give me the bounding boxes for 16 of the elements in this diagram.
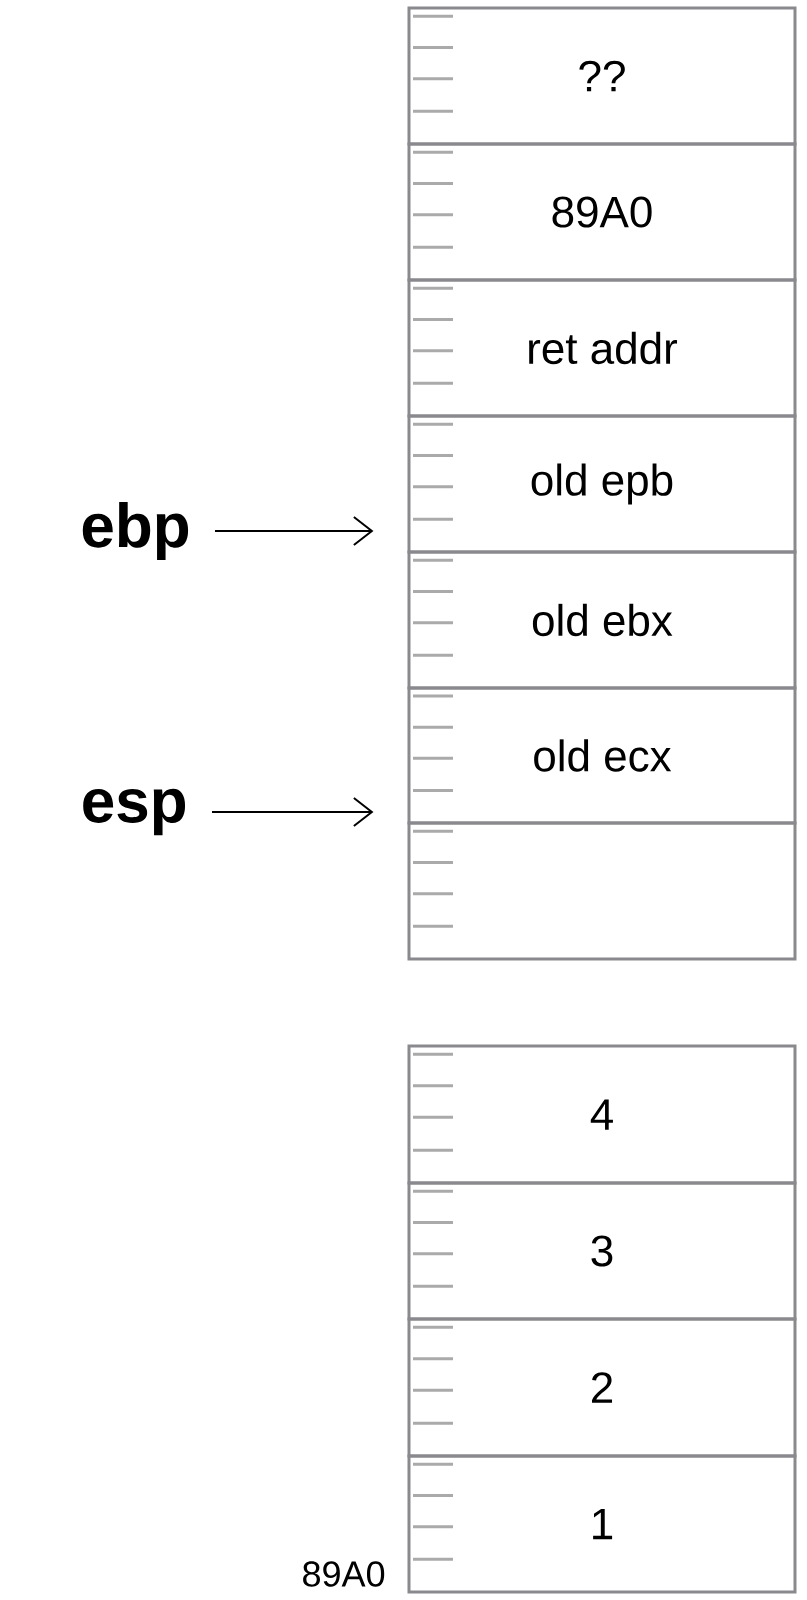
stack-cell: 89A0 [407, 142, 797, 282]
arrow [215, 516, 374, 546]
stack-cell: 1 [407, 1454, 797, 1594]
stack-cell: 3 [407, 1181, 797, 1321]
stack-cell: 2 [407, 1317, 797, 1458]
stack-cell: 4 [407, 1044, 797, 1185]
stack-cell: ret addr [407, 278, 797, 418]
address-label: 89A0 [303, 1561, 385, 1587]
register-label: ebp [82, 502, 189, 560]
stack-cell [407, 821, 797, 961]
stack-cell: old epb [407, 414, 797, 554]
arrow [212, 797, 374, 827]
stack-cell: old ecx [407, 686, 797, 825]
stack-cell: ?? [407, 6, 797, 146]
register-label: esp [83, 788, 186, 836]
stack-cell: old ebx [407, 550, 797, 690]
